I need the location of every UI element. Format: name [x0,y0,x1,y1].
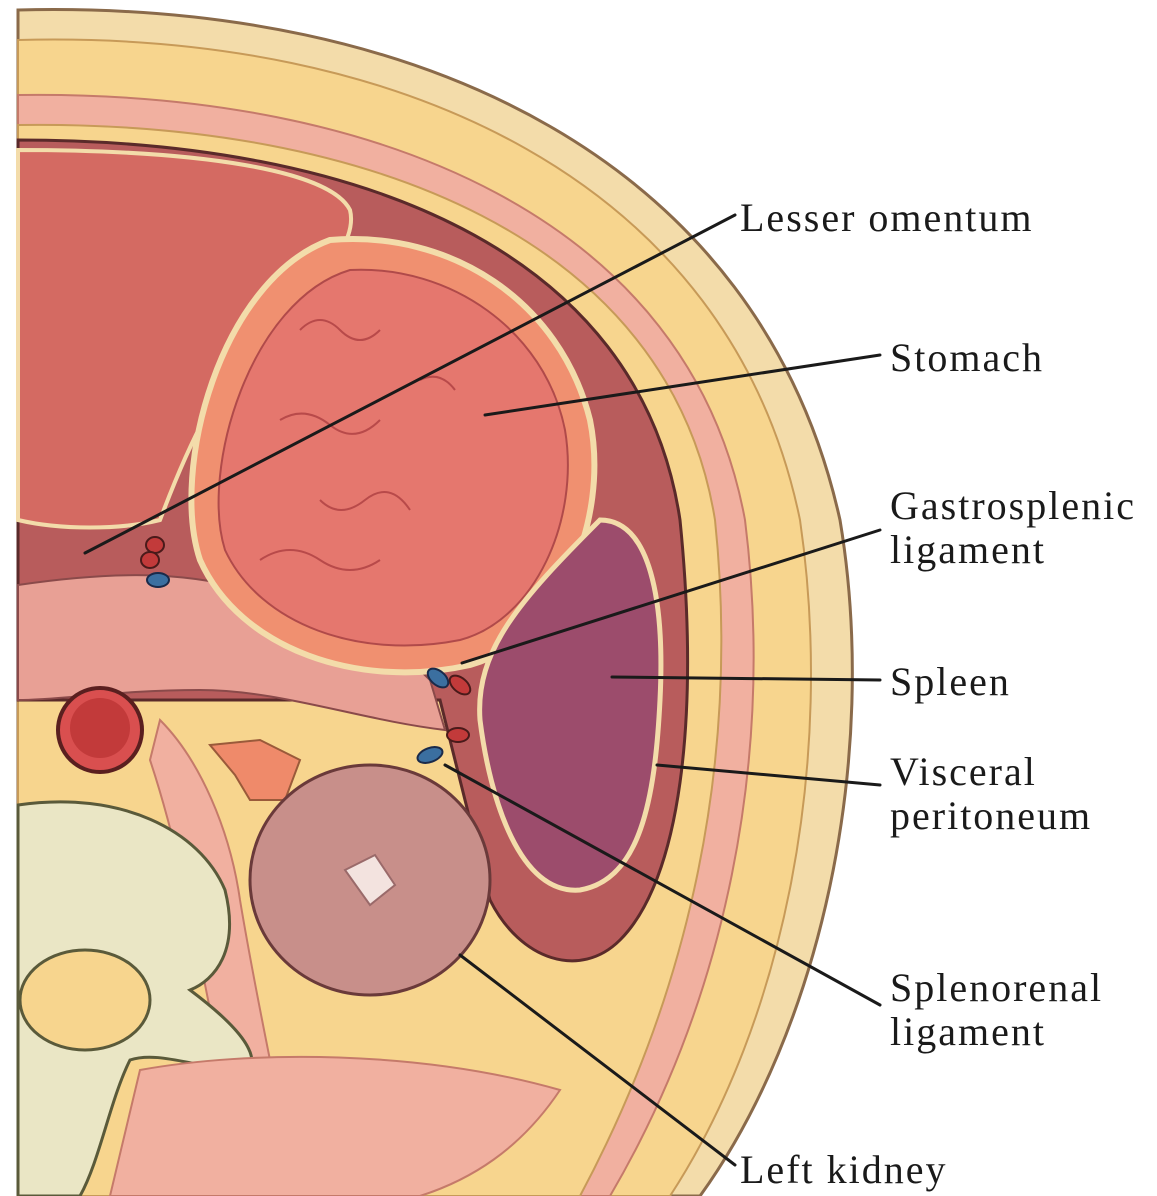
label-lesser-omentum: Lesser omentum [740,196,1034,240]
vessel-red-1 [146,537,164,553]
label-stomach: Stomach [890,336,1044,380]
aorta-lumen [70,698,130,758]
vessel-blue-1 [147,573,169,587]
spinal-canal [20,950,150,1050]
vessel-red-4 [447,728,469,742]
vessel-red-2 [141,552,159,568]
label-visceral-peritoneum: Visceral peritoneum [890,750,1092,838]
label-spleen: Spleen [890,660,1011,704]
label-left-kidney: Left kidney [740,1148,948,1192]
label-splenorenal-ligament: Splenorenal ligament [890,966,1103,1054]
label-gastrosplenic-ligament: Gastrosplenic ligament [890,484,1136,572]
